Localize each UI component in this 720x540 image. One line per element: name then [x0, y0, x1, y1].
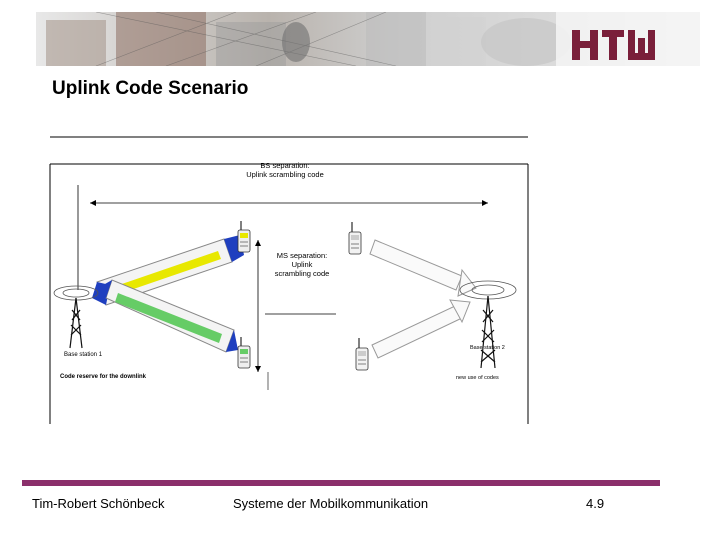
ms-arrow-head-bottom — [255, 366, 261, 372]
ms-arrow-head-top — [255, 240, 261, 246]
label-bs1-code-reserve: Code reserve for the downlink — [60, 374, 147, 380]
htw-logo — [570, 26, 662, 64]
label-ms-separation: MS separation: — [277, 251, 327, 260]
label-base-station-1: Base station 1 — [64, 352, 103, 358]
footer-bar — [22, 480, 660, 486]
beam-right-upper — [369, 239, 477, 297]
mobile-phone-icon — [237, 221, 251, 253]
base-station-2-icon — [459, 280, 517, 369]
label-bs-separation: BS separation: — [260, 161, 309, 170]
bs-arrow-head-right — [482, 200, 488, 206]
label-bs2-new-codes: new use of codes — [456, 375, 499, 381]
label-base-station-2: Base station 2 — [470, 345, 505, 351]
mobile-phone-icon — [237, 337, 251, 369]
base-station-1-icon — [53, 285, 99, 349]
footer-course: Systeme der Mobilkommunikation — [233, 496, 429, 511]
slide-title: Uplink Code Scenario — [52, 78, 249, 99]
footer-page-number: 4.9 — [586, 496, 605, 511]
logo-mark — [572, 30, 655, 60]
mobile-phone-icon — [355, 338, 369, 371]
beam-green — [98, 279, 238, 353]
beam-right-lower — [371, 299, 471, 359]
banner-image — [36, 12, 700, 66]
label-ms-uplink: Uplink — [292, 260, 313, 269]
header-banner — [36, 12, 700, 66]
bs-arrow-head-left — [90, 200, 96, 206]
mobile-phone-icon — [348, 222, 362, 255]
label-bs-scrambling-code: Uplink scrambling code — [246, 170, 324, 179]
label-ms-scrambling-code: scrambling code — [275, 269, 330, 278]
footer-author: Tim-Robert Schönbeck — [32, 496, 165, 511]
